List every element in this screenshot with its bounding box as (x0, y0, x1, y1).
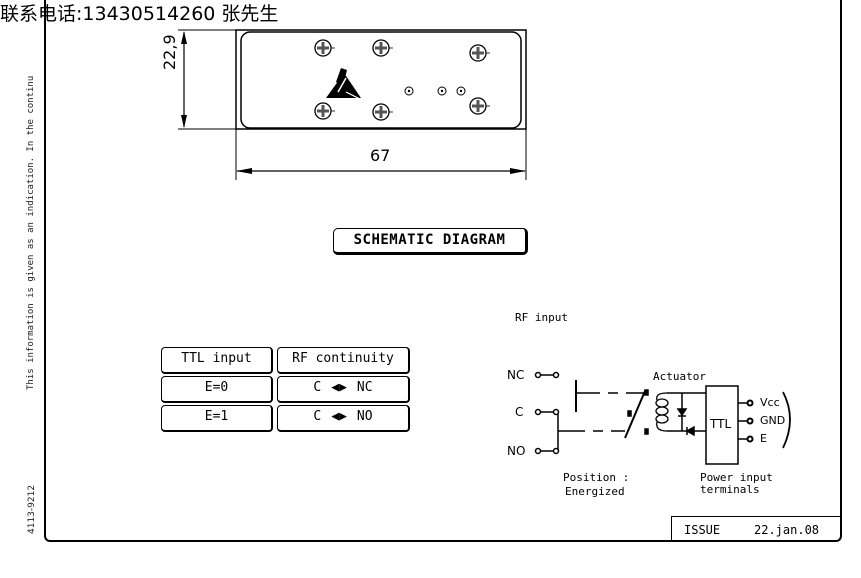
height-dimension-line (181, 31, 187, 128)
outline-drawing (178, 29, 527, 180)
drawing-frame (44, 0, 842, 542)
contact-header: 联系电话:13430514260 张先生 (0, 3, 279, 25)
position-label: Position : (563, 471, 630, 484)
screw-icon (372, 103, 393, 121)
width-dimension: 67 (370, 146, 391, 165)
pin-label-e: E (760, 432, 767, 445)
power-terminals-label: terminals (700, 483, 760, 496)
c-terminal (534, 408, 560, 416)
position-state-label: Energized (565, 485, 625, 498)
relay-schematic (534, 371, 791, 465)
ttl-label: TTL (710, 417, 732, 431)
table-cell-continuity: C ◀▶ NC (277, 376, 410, 403)
port-nc: NC (356, 380, 373, 395)
pin-icon (456, 86, 466, 96)
port-c: C (313, 409, 322, 424)
actuator-label: Actuator (653, 370, 706, 383)
nc-terminal (534, 371, 560, 379)
diode-icon (685, 425, 695, 437)
switch-blade (624, 390, 646, 439)
schematic-title: SCHEMATIC DIAGRAM (333, 228, 528, 255)
pin-label-gnd: GND (760, 414, 786, 427)
screw-icon (469, 97, 490, 115)
power-input-label: Power input (700, 471, 773, 484)
port-c: C (313, 380, 322, 395)
screw-icon (469, 44, 490, 62)
esd-warning-icon (326, 68, 361, 100)
table-header-rf-continuity: RF continuity (277, 347, 410, 374)
height-dimension: 22,9 (160, 34, 179, 70)
pin-icon (404, 86, 414, 96)
port-label-nc: NC (507, 368, 525, 382)
coil-icon (655, 392, 669, 432)
table-cell-continuity: C ◀▶ NO (277, 405, 410, 432)
pin-icon (437, 86, 447, 96)
power-bracket (782, 391, 791, 449)
port-label-no: NO (507, 444, 526, 458)
diode-icon (676, 393, 688, 431)
port-no: NO (356, 409, 373, 424)
title-block: ISSUE 22.jan.08 (671, 516, 842, 542)
screw-icon (372, 39, 393, 57)
issue-date: 22.jan.08 (754, 523, 820, 537)
screw-icon (314, 102, 335, 120)
no-terminal (534, 447, 560, 455)
table-cell-input: E=0 (161, 376, 273, 403)
issue-label: ISSUE (684, 523, 721, 537)
table-cell-input: E=1 (161, 405, 273, 432)
part-number: 4113-9212 (27, 484, 37, 534)
bidirectional-arrow-icon: ◀▶ (331, 380, 347, 395)
pin-label-vcc: Vcc (760, 396, 780, 409)
width-dimension-line (236, 168, 526, 174)
ttl-block (705, 385, 739, 465)
rf-input-label: RF input (515, 311, 568, 324)
relay-body (240, 31, 522, 129)
port-label-c: C (515, 405, 524, 419)
table-header-ttl-input: TTL input (161, 347, 273, 374)
screw-icon (314, 39, 335, 57)
disclaimer-note: This information is given as an indicati… (26, 75, 36, 390)
bidirectional-arrow-icon: ◀▶ (331, 409, 347, 424)
